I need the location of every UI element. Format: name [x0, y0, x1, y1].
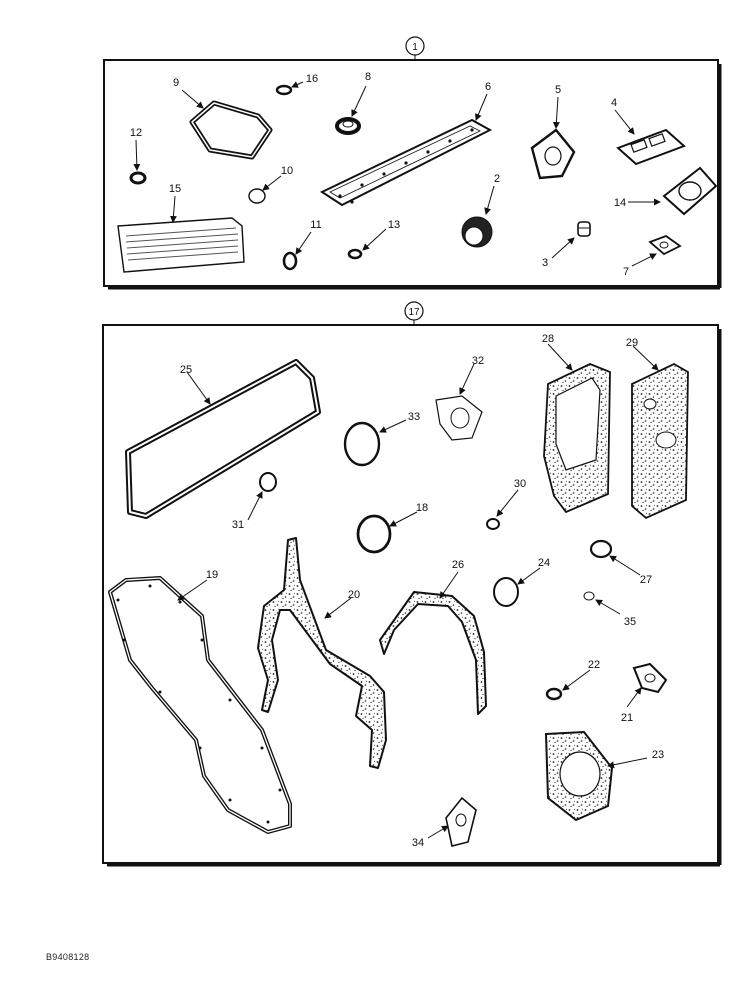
label-19: 19	[206, 569, 218, 581]
kit-17-frame	[102, 324, 722, 867]
part-28-gasket	[543, 363, 611, 514]
label-31: 31	[232, 519, 244, 531]
label-33: 33	[408, 411, 420, 423]
part-18-o-ring	[356, 514, 392, 554]
kit-17-leaders	[177, 343, 659, 839]
part-16-o-ring	[275, 84, 293, 96]
label-11: 11	[310, 219, 321, 231]
part-12-seal	[129, 171, 147, 185]
label-29: 29	[626, 337, 638, 349]
part-35-seal	[583, 591, 595, 601]
label-23: 23	[652, 749, 664, 761]
label-18: 18	[416, 502, 428, 514]
part-34-gasket	[445, 796, 477, 847]
part-11-grommet	[282, 251, 298, 271]
kit-1-labels: 9 16 8 6 5 4 12 10 2 15 14 11 13 3 7	[130, 71, 629, 278]
part-24-o-ring	[493, 577, 519, 607]
label-27: 27	[640, 574, 652, 586]
part-10-o-ring	[248, 188, 266, 204]
kit-17-callout: 17	[404, 301, 424, 325]
part-5-gasket	[530, 128, 576, 180]
part-27-o-ring	[589, 539, 613, 559]
part-23-gasket	[544, 730, 614, 822]
part-25-gasket	[125, 359, 321, 519]
label-21: 21	[621, 712, 633, 724]
label-3: 3	[542, 257, 548, 269]
label-34: 34	[412, 837, 424, 849]
label-10: 10	[281, 165, 293, 177]
kit-1-leaders	[133, 81, 661, 267]
label-28: 28	[542, 333, 554, 345]
part-14-gasket	[662, 166, 718, 216]
label-35: 35	[624, 616, 636, 628]
part-29-gasket	[631, 362, 689, 520]
part-15-instruction-sheet	[117, 217, 245, 273]
part-3-seal	[577, 221, 591, 237]
label-13: 13	[388, 219, 400, 231]
label-20: 20	[348, 589, 360, 601]
label-9: 9	[173, 77, 179, 89]
part-26-gasket	[379, 591, 487, 715]
label-15: 15	[169, 183, 181, 195]
label-14: 14	[614, 197, 626, 209]
label-12: 12	[130, 127, 142, 139]
part-31-o-ring	[259, 472, 277, 492]
label-25: 25	[180, 364, 192, 376]
part-9-gasket	[189, 100, 273, 160]
part-20-gasket	[257, 537, 387, 769]
part-21-gasket	[632, 662, 668, 694]
label-30: 30	[514, 478, 526, 490]
label-8: 8	[365, 71, 371, 83]
part-6-gasket	[319, 118, 493, 207]
part-32-gasket	[435, 395, 483, 441]
kit-1-number: 1	[412, 42, 418, 53]
part-2-oil-seal	[461, 216, 493, 248]
label-5: 5	[555, 84, 561, 96]
part-33-o-ring	[343, 421, 381, 467]
part-19-gasket	[108, 576, 292, 834]
label-16: 16	[306, 73, 318, 85]
part-7-gasket	[648, 234, 682, 256]
part-22-seal	[545, 687, 563, 701]
part-13-seal	[347, 248, 363, 260]
label-24: 24	[538, 557, 550, 569]
label-7: 7	[623, 266, 629, 278]
label-2: 2	[494, 173, 500, 185]
kit-17-labels: 28 29 32 25 33 30 18 31 26 24 19 27 20 3…	[180, 333, 664, 849]
part-8-seal	[335, 117, 361, 135]
part-30-seal	[486, 518, 500, 530]
label-4: 4	[611, 97, 617, 109]
kit-1-callout: 1	[405, 36, 425, 60]
label-6: 6	[485, 81, 491, 93]
label-32: 32	[472, 355, 484, 367]
label-26: 26	[452, 559, 464, 571]
part-4-gasket	[616, 128, 686, 166]
figure-code: B9408128	[46, 952, 90, 962]
label-22: 22	[588, 659, 600, 671]
kit-17-number: 17	[408, 307, 420, 318]
